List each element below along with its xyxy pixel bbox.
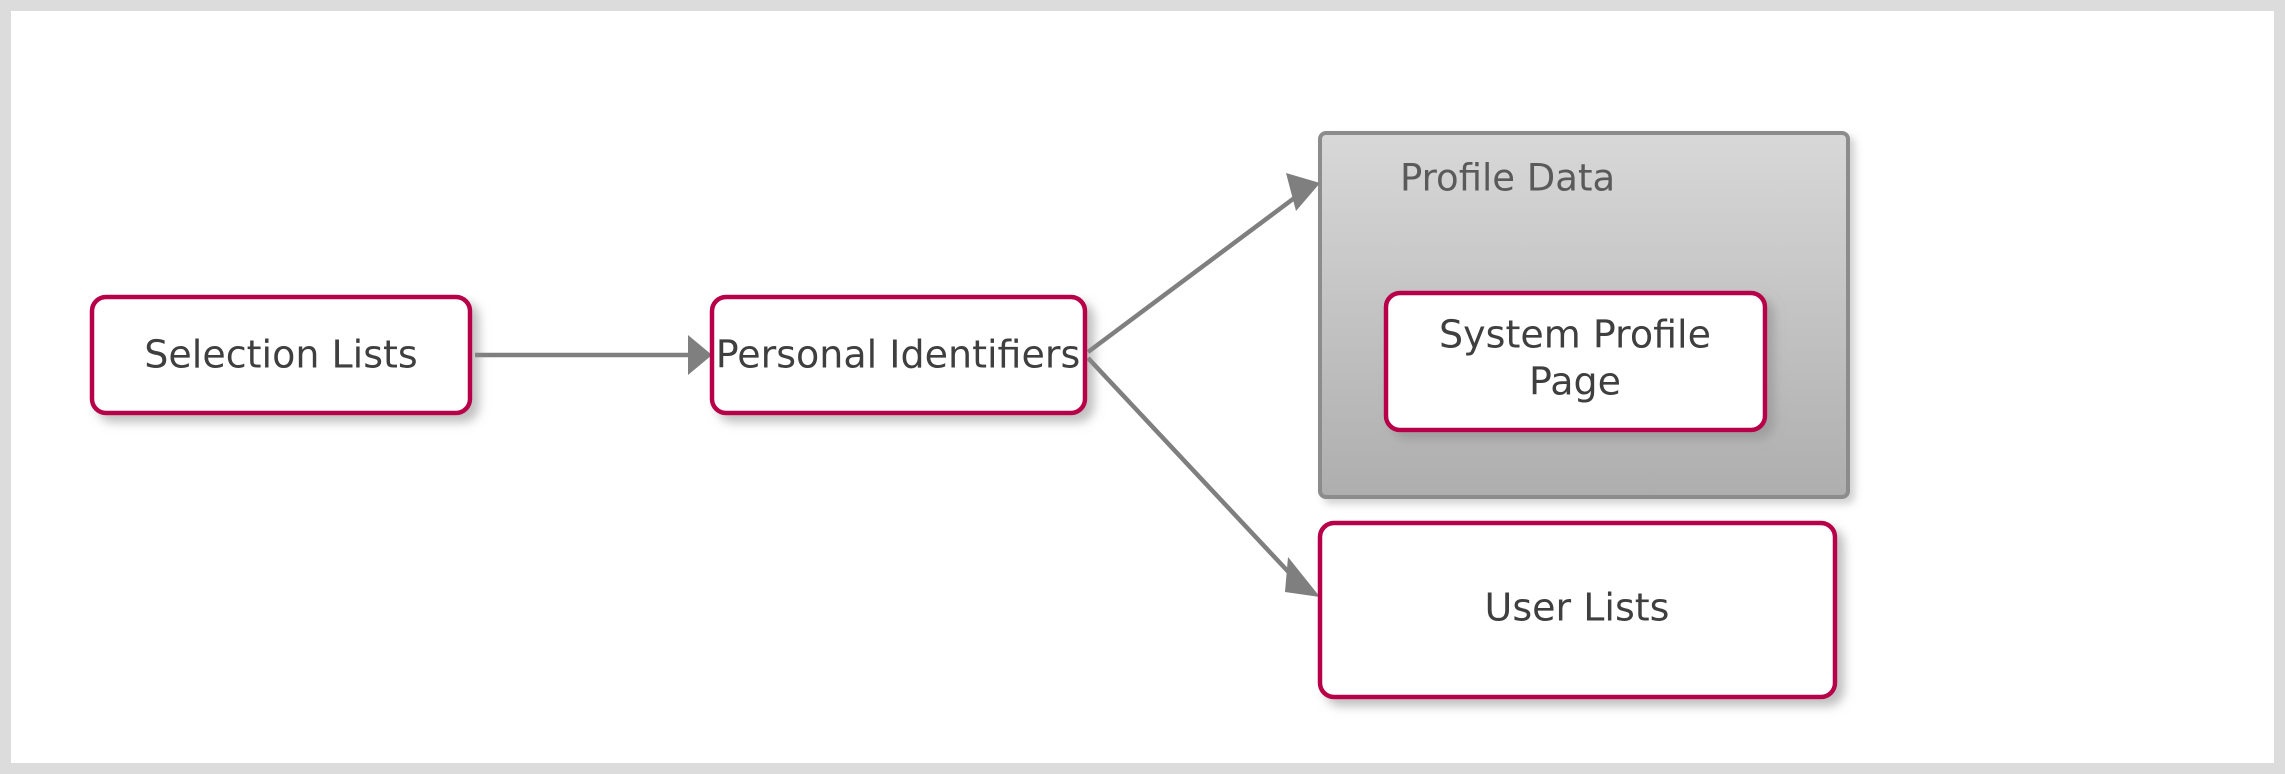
node-system-profile-page-label-line1: System Profile xyxy=(1439,313,1711,357)
edge-personal-to-profile-data-arrowhead-icon xyxy=(1286,173,1320,211)
edge-personal-to-profile-data-line xyxy=(1086,194,1299,354)
edge-personal-to-user-lists-arrowhead-icon xyxy=(1285,557,1320,597)
cluster-profile-data-label: Profile Data xyxy=(1400,157,1615,200)
node-system-profile-page[interactable]: System Profile Page xyxy=(1383,290,1768,433)
node-system-profile-page-label-line2: Page xyxy=(1529,360,1621,404)
node-personal-identifiers-label: Personal Identifiers xyxy=(716,333,1081,377)
node-selection-lists-label: Selection Lists xyxy=(144,333,417,377)
node-user-lists[interactable]: User Lists xyxy=(1317,520,1838,700)
node-selection-lists[interactable]: Selection Lists xyxy=(89,294,473,416)
edge-personal-to-user-lists-line xyxy=(1086,356,1298,582)
node-selection-lists-rect xyxy=(89,294,473,416)
node-personal-identifiers-rect xyxy=(709,294,1088,416)
edge-personal-to-user-lists[interactable] xyxy=(1086,356,1320,597)
node-personal-identifiers[interactable]: Personal Identifiers xyxy=(709,294,1088,416)
edge-selection-to-personal-arrowhead-icon xyxy=(688,335,712,375)
node-system-profile-page-rect xyxy=(1383,290,1768,433)
node-user-lists-rect xyxy=(1317,520,1838,700)
edge-selection-to-personal[interactable] xyxy=(475,335,712,375)
node-user-lists-label: User Lists xyxy=(1485,586,1670,630)
edge-personal-to-profile-data[interactable] xyxy=(1086,173,1320,354)
